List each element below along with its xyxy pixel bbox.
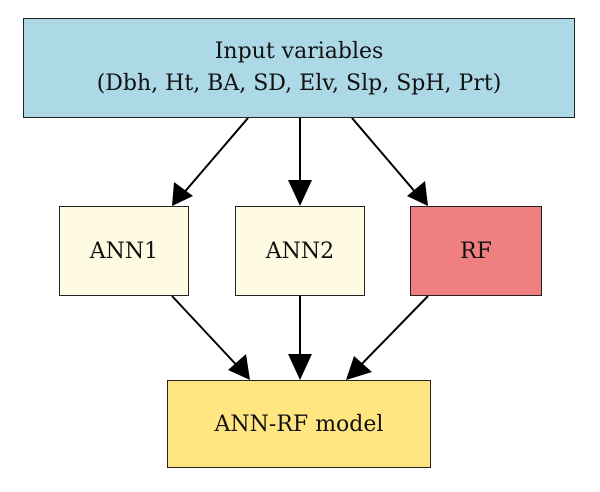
arrowhead-ann2-model <box>288 354 312 380</box>
input-variables-title: Input variables <box>214 39 384 65</box>
rf-node: RF <box>410 206 542 296</box>
arrowhead-ann1-model <box>228 354 250 380</box>
ann2-node: ANN2 <box>235 206 365 296</box>
edge-input-rf <box>351 117 423 201</box>
arrowhead-input-ann1 <box>172 182 193 206</box>
ann1-node: ANN1 <box>59 206 189 296</box>
input-variables-list: (Dbh, Ht, BA, SD, Elv, Slp, SpH, Prt) <box>96 71 502 96</box>
arrowhead-rf-model <box>346 356 372 380</box>
ann1-label: ANN1 <box>89 238 159 264</box>
ann-rf-model-label: ANN-RF model <box>214 411 384 437</box>
arrowhead-input-ann2 <box>288 180 312 206</box>
edge-ann1-model <box>171 295 244 373</box>
rf-label: RF <box>460 238 492 264</box>
arrowhead-input-rf <box>407 181 428 206</box>
ann-rf-model-node: ANN-RF model <box>167 380 431 468</box>
input-variables-node: Input variables (Dbh, Ht, BA, SD, Elv, S… <box>23 18 575 118</box>
edge-input-ann1 <box>175 117 249 203</box>
ann2-label: ANN2 <box>265 238 335 264</box>
edge-rf-model <box>353 295 429 373</box>
